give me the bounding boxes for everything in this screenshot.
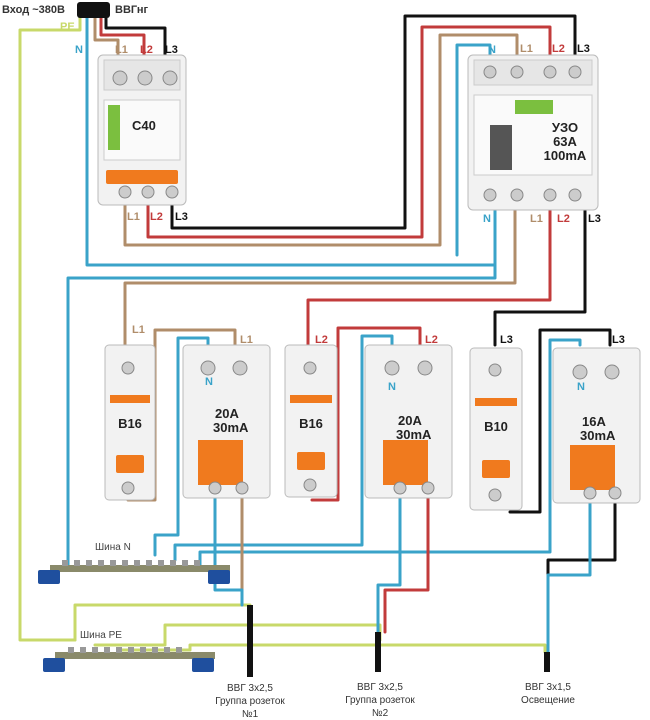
rcbo3-n-in [198, 338, 582, 567]
pe-wire [18, 13, 82, 642]
pe-bus [43, 647, 215, 672]
breaker-b16-1-rating: B16 [118, 416, 142, 431]
b16-l2-to-rcbo2 [310, 326, 422, 502]
pe-wire-4 [118, 643, 547, 654]
rcbo-2-phase: L2 [425, 334, 438, 346]
input-l2-wire [99, 13, 146, 64]
input-l1-wire [93, 13, 120, 64]
uzo-bot-l3: L3 [588, 213, 601, 225]
cable-label: ВВГнг [115, 4, 148, 16]
main-top-l3: L3 [165, 44, 178, 56]
uzo-top-l3: L3 [577, 43, 590, 55]
breaker-b16-1-phase: L1 [132, 324, 145, 336]
uzo-n-out [66, 253, 497, 572]
breaker-b16-2 [284, 344, 338, 498]
uzo-n-top: N [488, 44, 496, 56]
input-cable-clamp [77, 2, 110, 18]
rcbo2-l-out [383, 493, 430, 634]
uzo-l2-out [306, 208, 552, 347]
rcbo2-n-out [376, 493, 402, 634]
main-bot-l1: L1 [127, 211, 140, 223]
rcbo-2-line1: 20A [398, 413, 422, 428]
rcbo2-n-in [173, 334, 394, 562]
rcbo-3-line2: 30mA [580, 428, 616, 443]
rcbo-1-phase: L1 [240, 334, 253, 346]
main-bot-l2: L2 [150, 211, 163, 223]
uzo-top-l1: L1 [520, 43, 533, 55]
output-2-line3: №2 [372, 708, 389, 719]
rcbo1-n-out [213, 493, 244, 607]
uzo-bot-l2: L2 [557, 213, 570, 225]
rcbo1-n-in [153, 336, 210, 557]
output-1-line2: Группа розеток [215, 696, 285, 707]
rcbo-2-n: N [388, 381, 396, 393]
output-cable-1 [247, 605, 253, 677]
main-bot-l3: L3 [175, 211, 188, 223]
uzo-n-bottom: N [483, 213, 491, 225]
main-top-l1: L1 [115, 44, 128, 56]
neutral-bus [38, 560, 230, 584]
rcbo-3-phase: L3 [612, 334, 625, 346]
breaker-b16-1 [104, 344, 156, 501]
wires [18, 13, 617, 654]
output-1-line1: ВВГ 3х2,5 [227, 683, 273, 694]
uzo-device [467, 54, 599, 211]
uzo-top-l2: L2 [552, 43, 565, 55]
rcbo-2 [364, 344, 453, 499]
uzo-line3: 100mA [544, 148, 587, 163]
b10-l3-to-rcbo3 [508, 328, 612, 514]
rcbo-3-line1: 16A [582, 414, 606, 429]
uzo-l3-out [493, 208, 587, 347]
uzo-line1: УЗО [552, 120, 578, 135]
breaker-b16-2-rating: B16 [299, 416, 323, 431]
output-cable-2 [375, 632, 381, 672]
rcbo3-n-out [546, 493, 592, 654]
uzo-l1-out [123, 208, 517, 347]
breaker-b16-2-phase: L2 [315, 334, 328, 346]
output-3-line1: ВВГ 3х1,5 [525, 682, 571, 693]
output-1-line3: №1 [242, 709, 259, 720]
pe-wire-3 [93, 623, 382, 647]
rcbo-1 [182, 344, 271, 499]
c40-l3-to-uzo [170, 14, 577, 230]
pe-bus-label: Шина PE [80, 630, 122, 641]
c40-l2-to-uzo [146, 25, 552, 239]
output-cable-3 [544, 652, 550, 672]
uzo-line2: 63А [553, 134, 577, 149]
input-l3-wire [104, 13, 167, 64]
neutral-to-uzo [455, 43, 492, 257]
input-label: Вход ~380В [2, 4, 65, 16]
main-n-label: N [75, 44, 83, 56]
output-3-line2: Освещение [521, 695, 575, 706]
rcbo-1-line2: 30mA [213, 420, 249, 435]
pe-label: PE [60, 21, 75, 33]
rcbo-1-line1: 20A [215, 406, 239, 421]
main-top-l2: L2 [140, 44, 153, 56]
breaker-b10 [469, 347, 523, 511]
c40-l1-to-uzo [123, 33, 519, 247]
rcbo-3-n: N [577, 381, 585, 393]
rcbo-3 [552, 347, 641, 504]
input-neutral-wire [85, 13, 497, 267]
output-2-line2: Группа розеток [345, 695, 415, 706]
rcbo-1-n: N [205, 376, 213, 388]
neutral-bus-label: Шина N [95, 542, 131, 553]
main-breaker-rating: C40 [132, 118, 156, 133]
uzo-bot-l1: L1 [530, 213, 543, 225]
output-2-line1: ВВГ 3х2,5 [357, 682, 403, 693]
rcbo-2-line2: 30mA [396, 427, 432, 442]
breaker-b10-rating: B10 [484, 419, 508, 434]
main-breaker: C40 [97, 54, 187, 206]
breaker-b10-phase: L3 [500, 334, 513, 346]
